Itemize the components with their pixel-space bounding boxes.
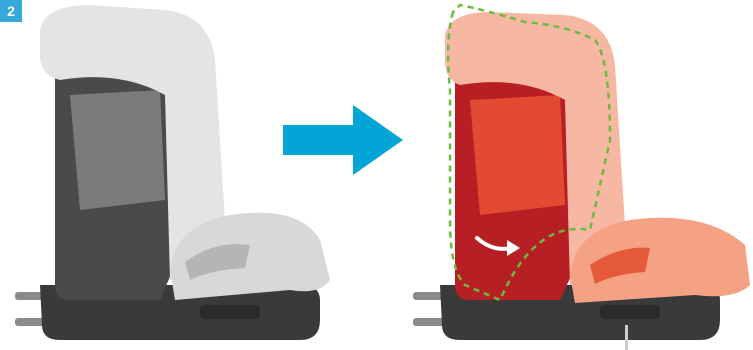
car-seat-before xyxy=(0,0,340,350)
car-seat-after xyxy=(405,0,753,350)
right-arrow-icon xyxy=(283,105,403,175)
